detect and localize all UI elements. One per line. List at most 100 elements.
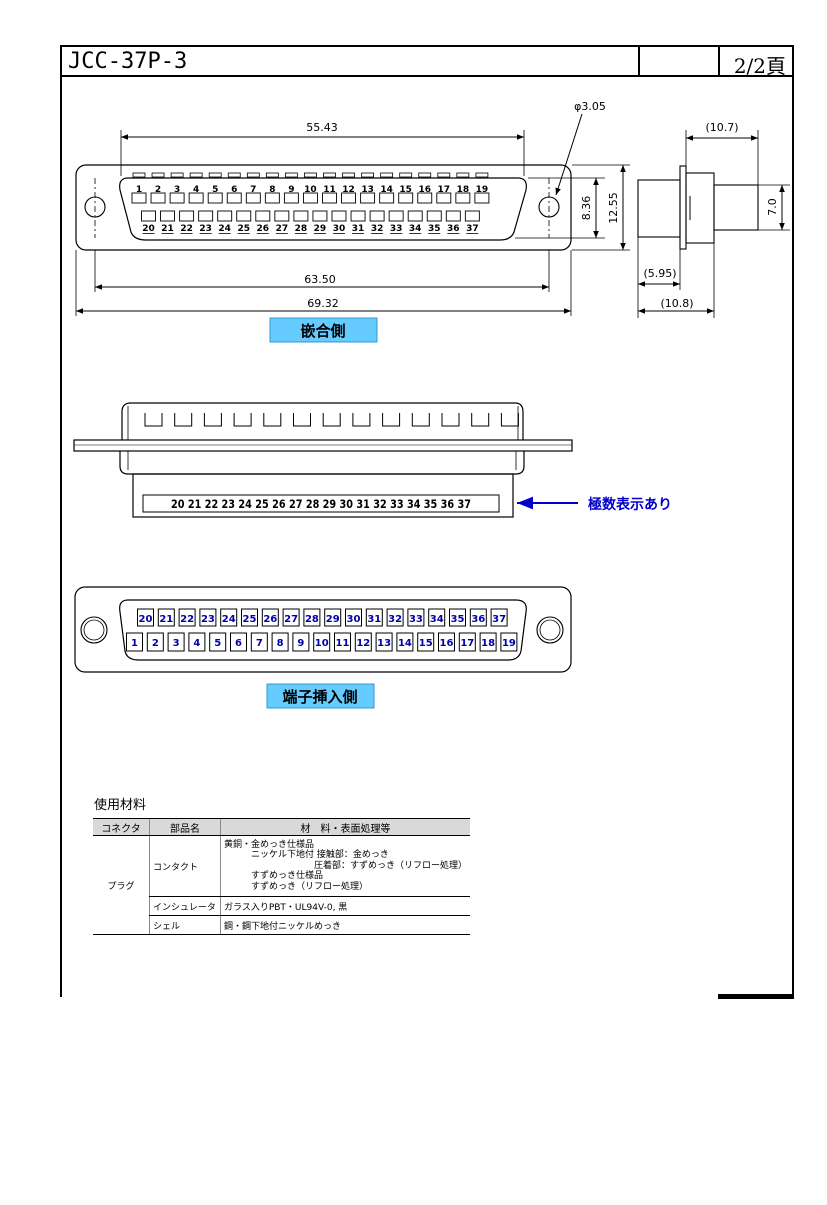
pin-number: 22 bbox=[180, 224, 193, 234]
pin-contact bbox=[236, 210, 252, 222]
pin-contact bbox=[217, 210, 233, 222]
pin-contact bbox=[445, 210, 461, 222]
contact-tab bbox=[227, 172, 241, 178]
pin-contact bbox=[398, 192, 414, 204]
pin-number: 28 bbox=[295, 224, 308, 234]
flange-outline bbox=[75, 164, 572, 251]
contact-tab bbox=[342, 172, 355, 178]
contact-slot bbox=[174, 413, 193, 427]
contact-slot bbox=[144, 413, 163, 427]
view-label-box bbox=[266, 683, 375, 709]
pin-number: 21 bbox=[161, 224, 174, 234]
terminal-cavity bbox=[282, 608, 300, 627]
part-cell: シェル bbox=[149, 915, 221, 935]
pin-contact bbox=[293, 210, 309, 222]
terminal-number: 19 bbox=[502, 638, 516, 649]
pin-number: 32 bbox=[371, 224, 384, 234]
col-header: コネクタ bbox=[93, 818, 150, 836]
terminal-cavity bbox=[365, 608, 383, 627]
pin-number: 1 bbox=[136, 185, 142, 195]
pin-number: 20 bbox=[142, 224, 155, 234]
front-elevation-view: 20 21 22 23 24 25 26 27 28 29 30 31 32 3… bbox=[73, 402, 672, 518]
dim-flange-width: 69.32 bbox=[307, 297, 339, 310]
rear-mount-hole-left bbox=[80, 616, 108, 644]
terminal-number: 28 bbox=[305, 614, 319, 625]
strip-numbers: 20 21 22 23 24 25 26 27 28 29 30 31 32 3… bbox=[171, 497, 471, 511]
terminal-number: 17 bbox=[460, 638, 474, 649]
contact-slot bbox=[233, 413, 252, 427]
side-shell-front bbox=[637, 179, 681, 238]
pin-contact bbox=[207, 192, 223, 204]
contact-tab bbox=[399, 172, 413, 178]
terminal-cavity bbox=[292, 632, 310, 652]
terminal-cavity bbox=[479, 632, 497, 652]
terminal-cavity bbox=[438, 632, 455, 652]
terminal-number: 11 bbox=[336, 638, 350, 649]
pin-contact bbox=[369, 210, 385, 222]
terminal-number: 22 bbox=[180, 614, 194, 625]
dim-side-offset: (5.95) bbox=[643, 267, 676, 280]
terminal-number: 24 bbox=[222, 614, 236, 625]
contact-slot bbox=[411, 413, 430, 427]
terminal-cavity bbox=[167, 632, 185, 652]
material-cell: 鋼・鋼下地付ニッケルめっき bbox=[220, 915, 471, 935]
pin-number: 26 bbox=[257, 224, 270, 234]
terminal-cavity bbox=[146, 632, 164, 652]
pin-number: 11 bbox=[323, 185, 336, 195]
contact-slot bbox=[441, 413, 460, 427]
terminal-number: 35 bbox=[451, 614, 465, 625]
terminal-cavity bbox=[407, 608, 425, 627]
dim-side-height: 7.0 bbox=[766, 198, 779, 216]
terminal-number: 30 bbox=[347, 614, 361, 625]
contact-tab bbox=[246, 172, 260, 178]
pin-contact bbox=[169, 192, 185, 204]
dim-side-depth-top: (10.7) bbox=[705, 121, 738, 134]
pin-contact bbox=[426, 210, 442, 222]
terminal-number: 7 bbox=[256, 638, 263, 649]
dim-inner-height: 8.36 bbox=[580, 196, 593, 221]
terminal-cavity bbox=[250, 632, 268, 652]
pin-number: 7 bbox=[250, 185, 256, 195]
pin-contact bbox=[245, 192, 261, 204]
pin-contact bbox=[331, 210, 347, 222]
pin-contact bbox=[274, 210, 290, 222]
table-row: インシュレータ ガラス入りPBT・UL94V-0, 黒 bbox=[93, 896, 471, 916]
side-flange bbox=[679, 165, 687, 250]
terminal-number: 10 bbox=[315, 638, 329, 649]
pin-number: 33 bbox=[390, 224, 403, 234]
contact-slot bbox=[322, 413, 341, 427]
pin-number: 18 bbox=[457, 185, 470, 195]
terminal-number: 2 bbox=[152, 638, 159, 649]
col-header: 材 料・表面処理等 bbox=[220, 818, 471, 836]
dim-hole-dia: φ3.05 bbox=[574, 100, 606, 113]
rear-mount-hole-right-inner bbox=[539, 619, 561, 641]
terminal-number: 6 bbox=[235, 638, 242, 649]
leader-line bbox=[555, 113, 583, 196]
contact-tab bbox=[475, 172, 489, 178]
pin-contact bbox=[379, 192, 395, 204]
rear-mount-hole-right bbox=[536, 616, 564, 644]
material-line: すずめっき仕様品 bbox=[224, 871, 324, 882]
title-divider bbox=[718, 47, 720, 75]
pin-number-strip bbox=[142, 494, 500, 513]
terminal-number: 12 bbox=[356, 638, 370, 649]
dim-row-span: 55.43 bbox=[306, 121, 338, 134]
view-label-box bbox=[269, 317, 378, 343]
pin-number: 16 bbox=[418, 185, 431, 195]
pin-number: 25 bbox=[237, 224, 250, 234]
pin-number-note: 極数表示あり bbox=[588, 496, 672, 513]
contact-tab bbox=[380, 172, 394, 178]
contact-slot bbox=[263, 413, 282, 427]
pin-contact bbox=[255, 210, 271, 222]
pin-number: 35 bbox=[428, 224, 441, 234]
part-cell: インシュレータ bbox=[149, 896, 221, 916]
contact-tab bbox=[208, 172, 222, 178]
rear-mount-hole-left-inner bbox=[83, 619, 105, 641]
pin-contact bbox=[150, 192, 166, 204]
terminal-number: 20 bbox=[139, 614, 153, 625]
frame-right-line bbox=[792, 77, 794, 997]
terminal-cavity bbox=[345, 608, 362, 627]
